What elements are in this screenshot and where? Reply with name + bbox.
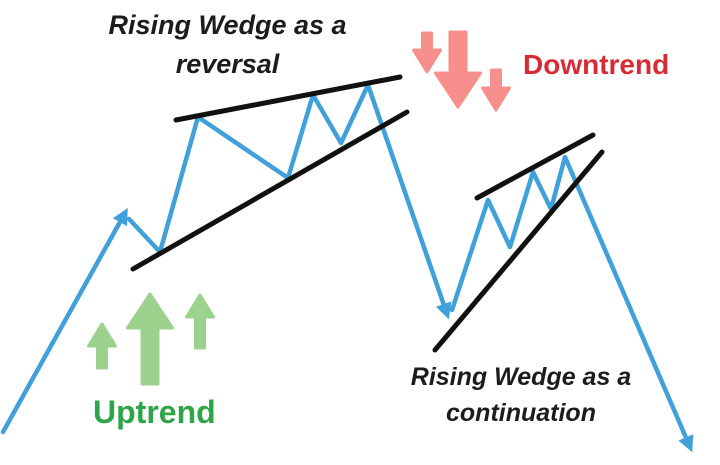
down-arrow-icon-small-right	[481, 68, 511, 112]
downtrend-label: Downtrend	[523, 49, 670, 80]
down-arrow-icon-big	[434, 30, 482, 109]
uptrend-impulse-line	[0, 208, 128, 435]
down-arrow-icon-small-left	[412, 31, 442, 74]
reversal-wedge-lower-trendline	[130, 109, 410, 272]
uptrend-label: Uptrend	[93, 394, 216, 430]
continuation-title-line1: Rising Wedge as a	[410, 363, 632, 391]
reversal-pattern-title: Rising Wedge as a reversal	[85, 6, 370, 84]
reversal-wedge-upper-trendline	[173, 74, 403, 123]
continuation-title-line2: continuation	[446, 398, 596, 427]
up-arrow-icon-small-left	[87, 322, 117, 370]
continuation-wedge-upper-trendline	[474, 132, 596, 201]
reversal-wedge-price-line	[126, 82, 452, 320]
continuation-wedge-price-line	[449, 154, 694, 453]
reversal-title-line1: Rising Wedge as a	[108, 10, 347, 40]
continuation-wedge-lower-trendline	[432, 149, 605, 353]
continuation-pattern-title: Rising Wedge as a continuation	[390, 360, 652, 431]
up-arrow-icon-small-right	[185, 293, 215, 350]
up-arrow-icon-big	[126, 292, 174, 386]
reversal-title-line2: reversal	[175, 49, 280, 80]
